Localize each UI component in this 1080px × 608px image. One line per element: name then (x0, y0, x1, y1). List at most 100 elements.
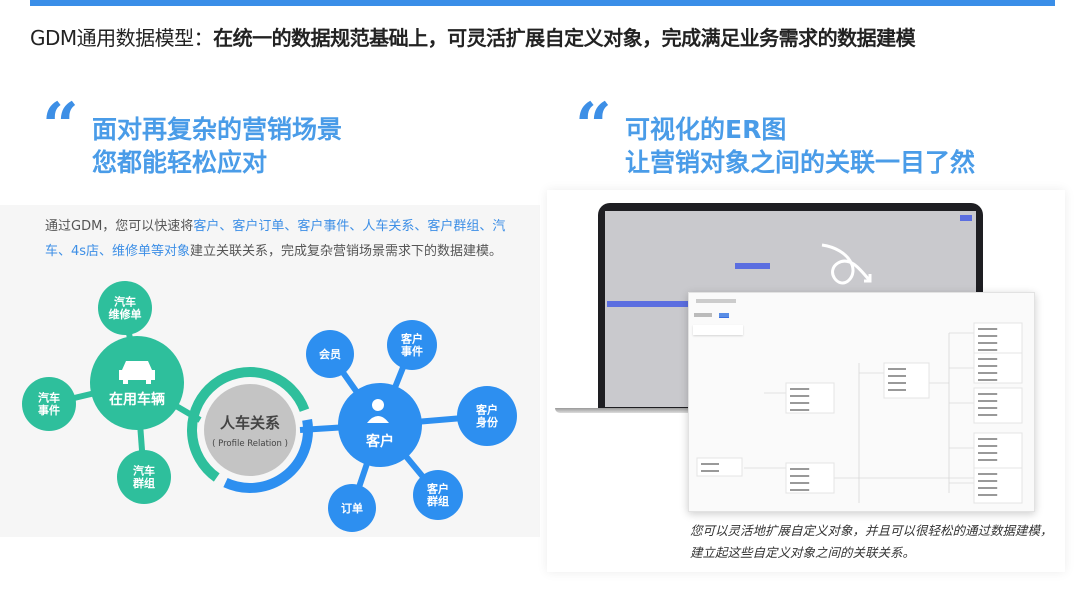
vehicle-node-label: 汽车 (38, 391, 60, 405)
er-field (978, 342, 998, 344)
customer-node-label: 客户 (475, 403, 498, 417)
customer-node: 客户群组 (413, 470, 463, 520)
customer-node-circle (387, 320, 437, 370)
customer-node-label: 群组 (426, 494, 449, 508)
er-field (978, 365, 998, 367)
er-field (978, 393, 998, 395)
er-field (888, 368, 906, 370)
screen-button (960, 215, 972, 221)
arrow-icon (821, 243, 872, 285)
er-field (978, 487, 998, 489)
title-prefix: GDM通用数据模型： (30, 26, 214, 50)
right-headline: 可视化的ER图 让营销对象之间的关联一目了然 (625, 113, 975, 179)
vehicle-node-circle (117, 450, 171, 504)
er-preview-card (547, 190, 1065, 572)
er-field (790, 402, 810, 404)
er-diagram-window (688, 292, 1035, 512)
customer-node-label: 会员 (319, 347, 341, 361)
er-field (978, 414, 998, 416)
er-entity-box[interactable] (785, 462, 835, 494)
vehicle-node-circle (98, 281, 152, 335)
vehicle-node-label: 维修单 (109, 307, 142, 321)
er-caption: 您可以灵活地扩展自定义对象，并且可以很轻松的通过数据建模， 建立起这些自定义对象… (690, 520, 1053, 564)
left-headline: 面对再复杂的营销场景 您都能轻松应对 (92, 113, 342, 179)
er-field (978, 480, 998, 482)
quote-icon: “ (42, 89, 79, 164)
relation-ring (223, 419, 313, 493)
customer-node-label: 客户 (426, 482, 449, 496)
er-tab-active[interactable] (719, 313, 729, 318)
page-title: GDM通用数据模型：在统一的数据规范基础上，可灵活扩展自定义对象，完成满足业务需… (30, 22, 916, 51)
er-field (978, 473, 998, 475)
er-field (701, 470, 719, 472)
center-subtitle: ( Profile Relation ) (212, 439, 288, 449)
er-field (978, 335, 998, 337)
er-field (888, 389, 906, 391)
er-field (790, 482, 810, 484)
relation-diagram: 人车关系( Profile Relation )在用车辆汽车维修单汽车事件汽车群… (22, 281, 517, 532)
vehicle-node-label: 汽车 (133, 464, 155, 478)
screen-selected-row (607, 301, 717, 307)
er-field (978, 379, 998, 381)
center-title: 人车关系 (220, 414, 280, 432)
vehicle-node-label: 事件 (38, 403, 60, 417)
er-field (790, 409, 810, 411)
er-tab[interactable] (694, 313, 712, 317)
er-zoom-control[interactable] (693, 325, 743, 335)
caption-line2: 建立起这些自定义对象之间的关联关系。 (690, 545, 916, 560)
customer-node-label: 身份 (476, 415, 499, 429)
er-field (978, 372, 998, 374)
er-field (978, 349, 998, 351)
customer-hub: 客户 (338, 383, 422, 467)
top-accent-bar (30, 0, 1055, 6)
er-entity-box[interactable] (785, 382, 835, 414)
para-highlight: 客户、客户订单、客户事件、人车关系、客户群组、汽车、4s店、维修单等对象 (45, 219, 506, 259)
customer-node-circle (306, 330, 354, 378)
car-icon (119, 361, 155, 384)
er-field (978, 400, 998, 402)
er-field (978, 452, 998, 454)
title-bold: 在统一的数据规范基础上，可灵活扩展自定义对象，完成满足业务需求的数据建模 (213, 26, 916, 50)
er-entity-box[interactable] (973, 352, 1023, 384)
er-field (790, 468, 810, 470)
customer-node-circle (413, 470, 463, 520)
er-field (790, 388, 810, 390)
customer-hub-label: 客户 (365, 433, 394, 450)
er-entity-box[interactable] (696, 457, 743, 477)
vehicle-hub: 在用车辆 (90, 336, 184, 430)
er-field (978, 438, 998, 440)
vehicle-node-circle (22, 377, 76, 431)
er-field (888, 382, 906, 384)
left-headline-line1: 面对再复杂的营销场景 (92, 115, 343, 144)
user-icon (372, 399, 384, 411)
er-field (978, 328, 998, 330)
er-field (978, 358, 998, 360)
right-headline-line2: 让营销对象之间的关联一目了然 (625, 148, 976, 177)
er-field (701, 463, 719, 465)
para-intro: 通过GDM，您可以快速将 (45, 219, 194, 234)
er-field (790, 489, 810, 491)
caption-line1: 您可以灵活地扩展自定义对象，并且可以很轻松的通过数据建模， (690, 523, 1053, 538)
er-field (978, 459, 998, 461)
customer-hub-circle (338, 383, 422, 467)
customer-node-circle (328, 484, 376, 532)
quote-icon: “ (575, 89, 612, 164)
vehicle-hub-label: 在用车辆 (109, 391, 165, 408)
center-circle (204, 384, 296, 476)
er-entity-box[interactable] (973, 322, 1023, 354)
vehicle-hub-circle (90, 336, 184, 430)
relation-ring (187, 367, 310, 482)
er-field (888, 375, 906, 377)
er-field (978, 445, 998, 447)
customer-node: 客户事件 (387, 320, 437, 370)
right-headline-line1: 可视化的ER图 (625, 115, 787, 144)
er-field (790, 475, 810, 477)
er-breadcrumb (696, 299, 736, 303)
er-field (790, 395, 810, 397)
user-icon-body (367, 416, 389, 423)
er-field (978, 407, 998, 409)
